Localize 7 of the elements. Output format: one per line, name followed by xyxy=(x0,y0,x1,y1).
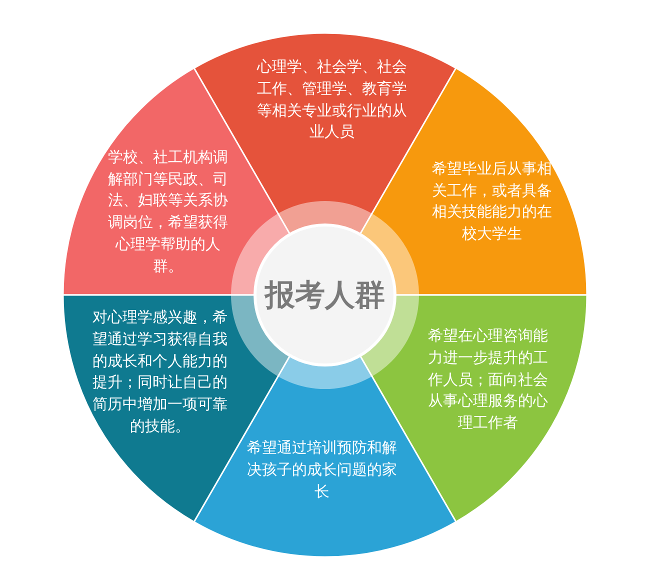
segment-text: 希望毕业后从事相关工作，或者具备相关技能能力的在校大学生 xyxy=(431,158,553,245)
center-title: 报考人群 xyxy=(265,276,385,314)
segment-text: 学校、社工机构调解部门等民政、司法、妇联等关系协调岗位，希望获得心理学帮助的人群。 xyxy=(107,146,229,276)
segment-text: 心理学、社会学、社会工作、管理学、教育学等相关专业或行业的从业人员 xyxy=(256,56,408,143)
segment-text: 希望通过培训预防和解决孩子的成长问题的家长 xyxy=(246,437,398,502)
segment-text: 希望在心理咨询能力进一步提升的工作人员；面向社会从事心理服务的心理工作者 xyxy=(427,326,549,434)
segment-text: 对心理学感兴趣，希望通过学习获得自我的成长和个人能力的提升；同时让自己的简历中增加一项可靠的技能。 xyxy=(92,306,228,436)
